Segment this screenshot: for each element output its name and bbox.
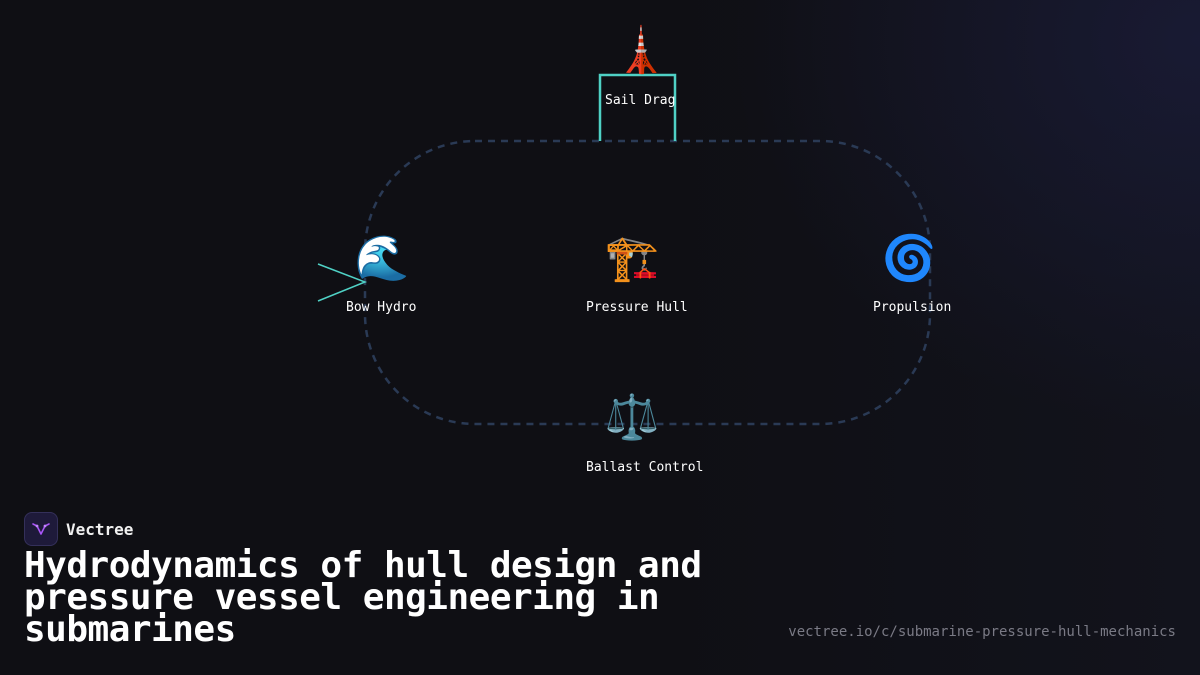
node-label-ballast-control: Ballast Control	[586, 460, 704, 475]
node-label-sail-drag: Sail Drag	[605, 93, 676, 108]
sail-outline	[598, 73, 677, 141]
node-label-pressure-hull: Pressure Hull	[586, 300, 688, 315]
brand: Vectree	[24, 512, 133, 546]
cyclone-icon: 🌀	[881, 233, 937, 284]
brand-name: Vectree	[66, 519, 134, 539]
node-label-propulsion: Propulsion	[873, 300, 952, 315]
tower-icon: 🗼	[613, 25, 669, 76]
vectree-logo-mark	[32, 523, 50, 535]
page-title: Hydrodynamics of hull design and pressur…	[24, 545, 702, 650]
crane-icon: 🏗️	[604, 233, 660, 284]
page-url[interactable]: vectree.io/c/submarine-pressure-hull-mec…	[788, 624, 1176, 640]
node-label-bow-hydro: Bow Hydro	[346, 300, 417, 315]
bow-wedge	[317, 263, 368, 302]
wave-icon: 🌊	[354, 233, 410, 284]
vectree-logo-icon	[24, 512, 58, 546]
balance-scale-icon: ⚖️	[604, 392, 660, 443]
